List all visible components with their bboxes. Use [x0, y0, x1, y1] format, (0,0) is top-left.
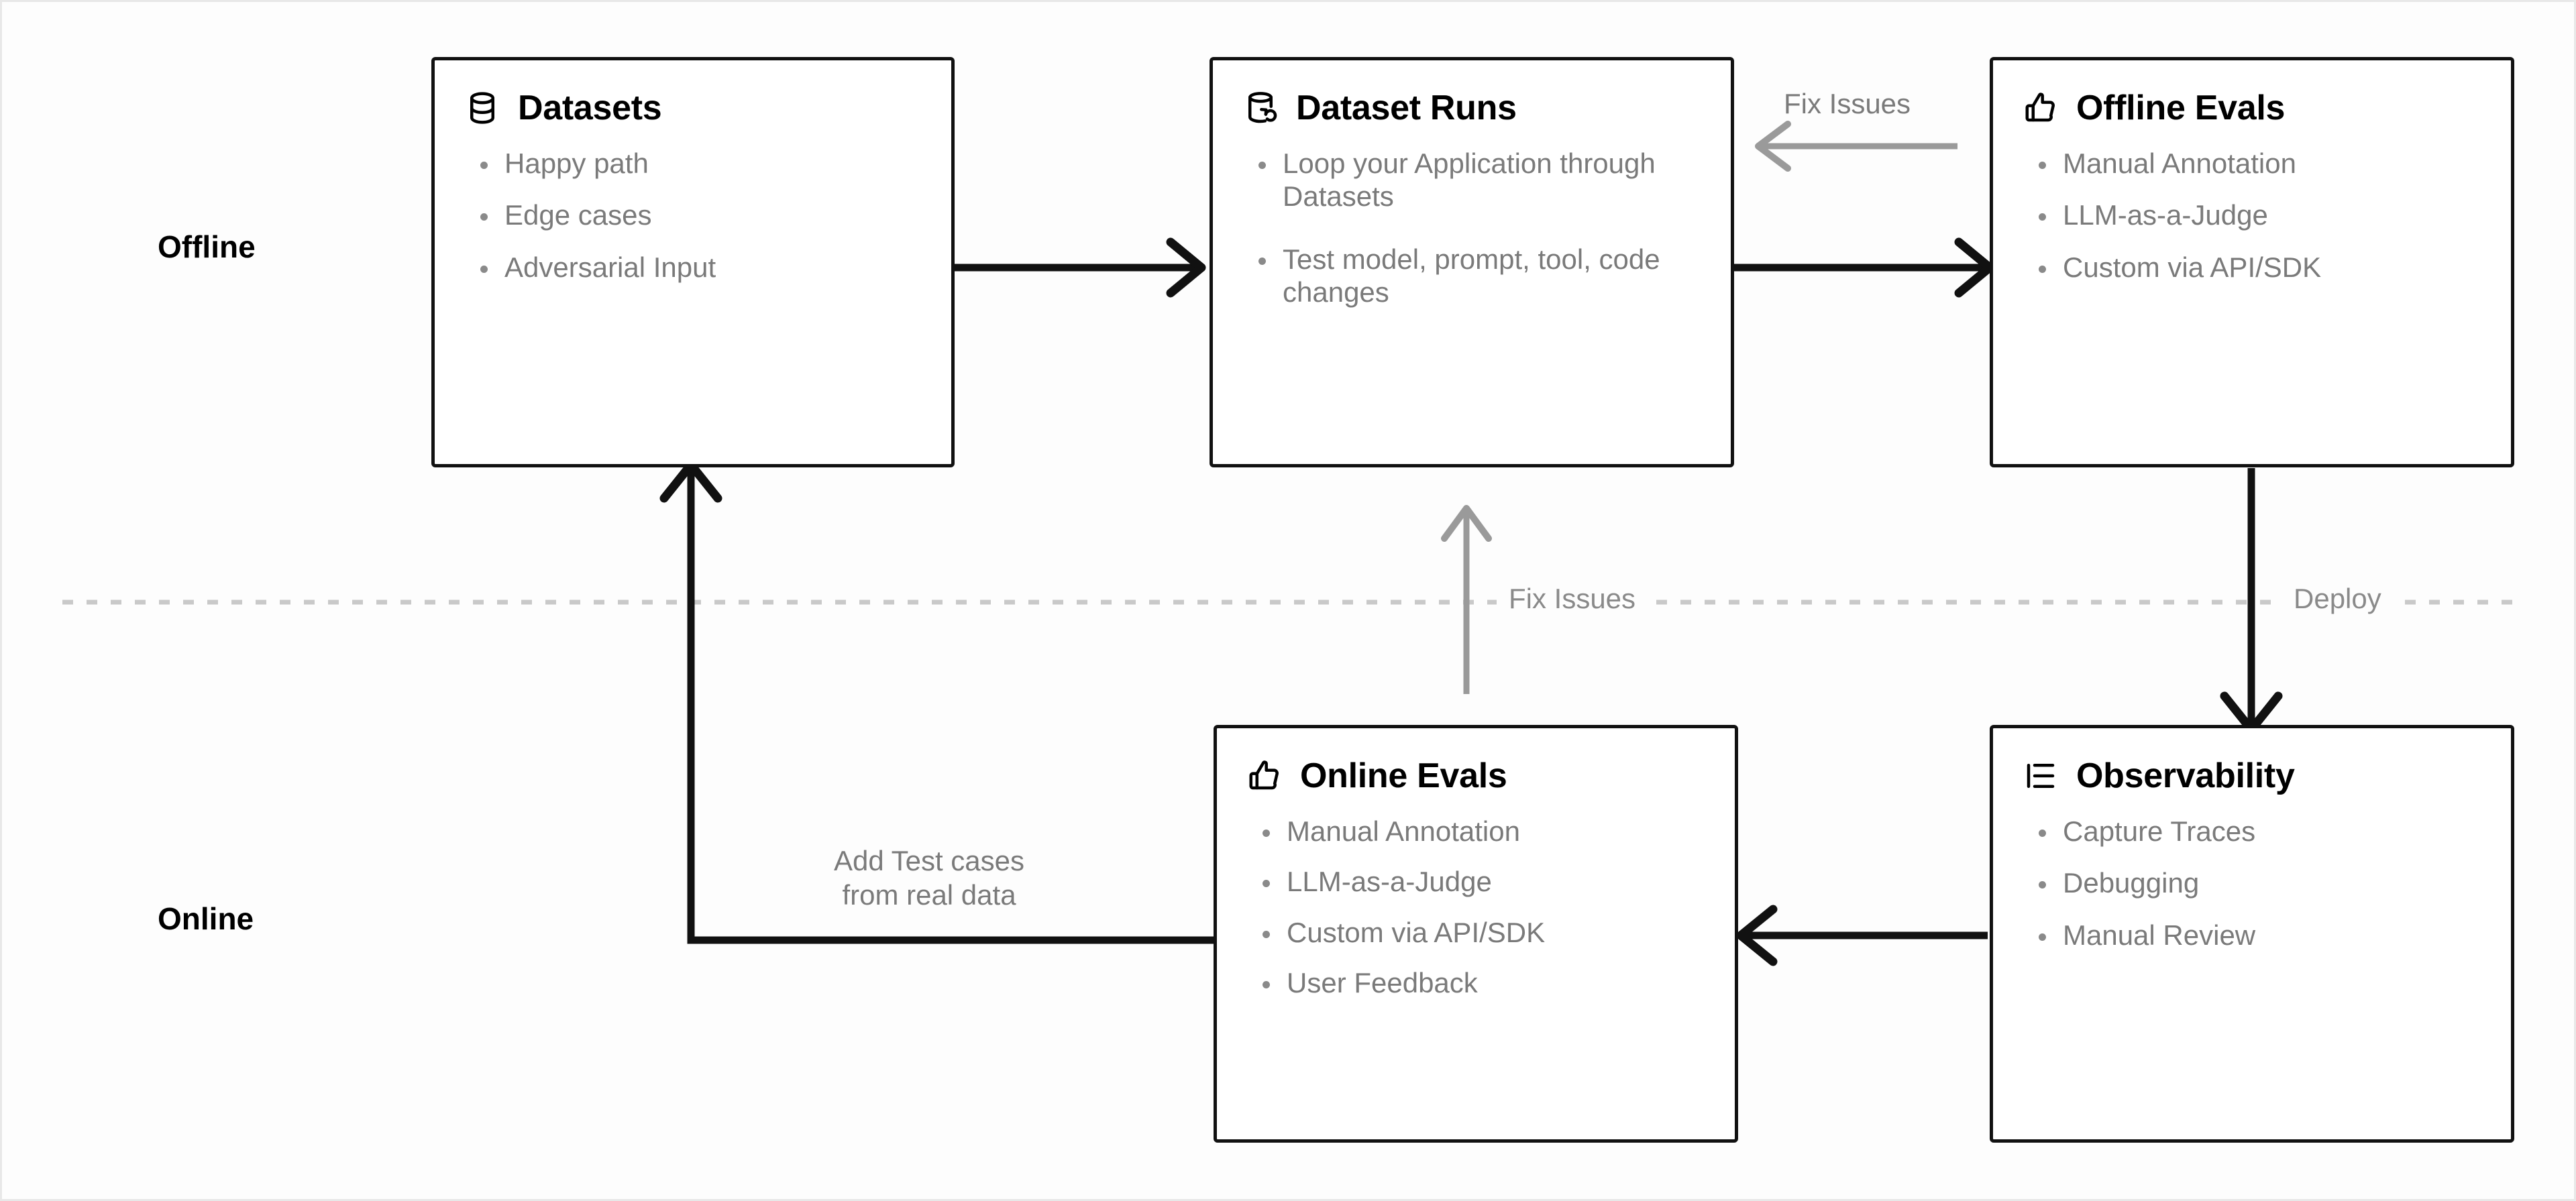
- divider-label-fix-issues: Fix Issues: [1497, 583, 1648, 615]
- node-online-evals-header: Online Evals: [1217, 728, 1735, 795]
- list-item: LLM-as-a-Judge: [1257, 865, 1705, 899]
- edge-offline-evals-to-dataset-runs: [1755, 121, 1957, 172]
- list-item: Adversarial Input: [475, 251, 922, 284]
- node-offline-evals-items: Manual Annotation LLM-as-a-Judge Custom …: [1993, 127, 2511, 284]
- list-item: User Feedback: [1257, 966, 1705, 1000]
- node-datasets-items: Happy path Edge cases Adversarial Input: [435, 127, 951, 284]
- edge-online-evals-to-dataset-runs: [1441, 505, 1492, 694]
- node-dataset-runs-title: Dataset Runs: [1296, 89, 1517, 127]
- node-observability-items: Capture Traces Debugging Manual Review: [1993, 795, 2511, 952]
- node-observability[interactable]: Observability Capture Traces Debugging M…: [1990, 725, 2514, 1143]
- list-item: Debugging: [2033, 866, 2481, 900]
- edge-label-fix-issues-top: Fix Issues: [1784, 88, 1911, 119]
- list-item: Capture Traces: [2033, 815, 2481, 848]
- node-online-evals[interactable]: Online Evals Manual Annotation LLM-as-a-…: [1214, 725, 1738, 1143]
- thumbs-up-icon: [2025, 93, 2055, 122]
- list-item: Edge cases: [475, 198, 922, 232]
- list-item: Manual Annotation: [1257, 815, 1705, 848]
- node-datasets-header: Datasets: [435, 60, 951, 127]
- list-item: Custom via API/SDK: [2033, 251, 2481, 284]
- list-item: Test model, prompt, tool, code changes: [1253, 243, 1701, 309]
- node-datasets[interactable]: Datasets Happy path Edge cases Adversari…: [431, 57, 955, 467]
- list-item: Manual Annotation: [2033, 147, 2481, 180]
- node-observability-header: Observability: [1993, 728, 2511, 795]
- node-offline-evals-title: Offline Evals: [2076, 89, 2286, 127]
- edge-datasets-to-dataset-runs: [955, 237, 1206, 298]
- edge-dataset-runs-to-offline-evals: [1733, 237, 1994, 298]
- node-offline-evals-header: Offline Evals: [1993, 60, 2511, 127]
- add-test-cases-line-2: from real data: [842, 879, 1016, 911]
- zone-label-online: Online: [158, 901, 254, 936]
- zone-label-offline: Offline: [158, 229, 256, 264]
- edge-observability-to-online-evals: [1736, 905, 1988, 966]
- database-icon: [470, 92, 494, 124]
- node-online-evals-title: Online Evals: [1300, 756, 1507, 795]
- divider-label-deploy: Deploy: [2282, 583, 2394, 615]
- list-item: LLM-as-a-Judge: [2033, 198, 2481, 232]
- node-dataset-runs-header: Dataset Runs: [1213, 60, 1731, 127]
- node-datasets-title: Datasets: [518, 89, 662, 127]
- node-dataset-runs-items: Loop your Application through Datasets T…: [1213, 127, 1731, 309]
- edge-label-add-test-cases: Add Test cases from real data: [815, 844, 1043, 912]
- edge-offline-evals-to-observability: [2220, 468, 2283, 734]
- thumbs-up-icon: [1249, 760, 1279, 790]
- list-item: Happy path: [475, 147, 922, 180]
- node-dataset-runs[interactable]: Dataset Runs Loop your Application throu…: [1210, 57, 1734, 467]
- list-item: Manual Review: [2033, 919, 2481, 952]
- node-observability-title: Observability: [2076, 756, 2295, 795]
- add-test-cases-line-1: Add Test cases: [833, 845, 1025, 876]
- list-item: Custom via API/SDK: [1257, 916, 1705, 950]
- database-refresh-icon: [1248, 92, 1277, 123]
- node-online-evals-items: Manual Annotation LLM-as-a-Judge Custom …: [1217, 795, 1735, 1000]
- node-offline-evals[interactable]: Offline Evals Manual Annotation LLM-as-a…: [1990, 57, 2514, 467]
- list-item: Loop your Application through Datasets: [1253, 147, 1701, 213]
- list-tree-icon: [2027, 764, 2055, 789]
